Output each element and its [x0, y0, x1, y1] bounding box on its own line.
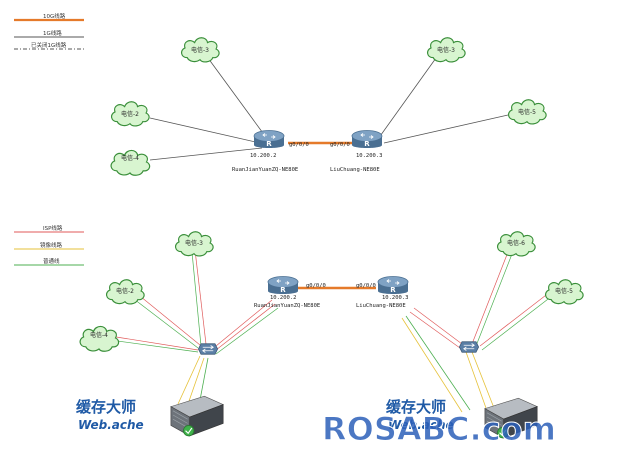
router-icon [377, 276, 409, 295]
router-name: RuanJianYuanZQ-NE80E [232, 167, 298, 173]
logo-en-text: Web.ache [78, 418, 144, 432]
right-switch-icon [458, 341, 480, 353]
router-port: g0/0/0 [356, 283, 376, 289]
router-id: 10.200.2 [270, 295, 297, 301]
legend-label-1g: 1G线路 [43, 29, 62, 37]
router-port: g0/0/0 [306, 283, 326, 289]
bottom-links-right [298, 251, 553, 413]
link-1g [207, 57, 269, 141]
link-isp [409, 311, 461, 349]
link-isp [215, 303, 276, 351]
link-isp [109, 335, 199, 351]
link-normal [475, 253, 513, 347]
router-id: 10.200.2 [250, 153, 277, 159]
link-1g [383, 114, 509, 144]
link-1g [149, 117, 261, 144]
cloud-label: 电信-2 [116, 287, 134, 295]
link-mirror [471, 351, 495, 409]
bottom-cloud-dianxin-3: 电信-3 [174, 231, 214, 257]
bottom-links-left [109, 249, 279, 405]
link-1g [149, 147, 263, 161]
link-normal [191, 251, 202, 347]
link-mirror [465, 351, 487, 409]
link-mirror [187, 357, 205, 405]
router-id: 10.200.3 [356, 153, 383, 159]
legend-label-mirror: 镜像线路 [40, 241, 63, 249]
left-switch-icon [197, 343, 219, 355]
cloud-label: 电信-6 [507, 239, 525, 247]
cloud-label: 电信-5 [518, 108, 536, 116]
router-icon [253, 130, 285, 149]
top-legend: 10G线路 1G线路 已关闭1G线路 [14, 12, 84, 50]
cloud-label: 电信-3 [437, 46, 455, 54]
link-isp [194, 249, 207, 345]
legend-label-closed-1g: 已关闭1G线路 [31, 41, 67, 49]
top-cloud-dianxin-3: 电信-3 [180, 37, 220, 63]
right-webcache-logo: 缓存大师 Web.ache [386, 398, 454, 432]
top-cloud-dianxin-3-right: 电信-3 [426, 37, 466, 63]
link-1g [377, 57, 437, 140]
cloud-label: 电信-5 [555, 287, 573, 295]
router-name: LiuChuang-NE80E [356, 303, 406, 309]
link-normal [405, 315, 471, 411]
bottom-legend: ISP线路 镜像线路 普通线 [14, 224, 84, 266]
link-normal [215, 307, 279, 355]
router-port: g0/0/0 [330, 142, 350, 148]
logo-cn-text: 缓存大师 [76, 398, 136, 416]
cloud-label: 电信-2 [121, 110, 139, 118]
link-mirror [177, 355, 201, 405]
bottom-diagram: ISP线路 镜像线路 普通线 [14, 224, 584, 439]
legend-label-isp: ISP线路 [43, 224, 63, 232]
bottom-cloud-dianxin-6: 电信-6 [496, 231, 536, 257]
logo-cn-text: 缓存大师 [386, 398, 446, 416]
router-id: 10.200.3 [382, 295, 409, 301]
legend-label-10g: 10G线路 [43, 12, 66, 20]
router-icon [267, 276, 299, 295]
left-webcache-logo: 缓存大师 Web.ache [76, 398, 144, 432]
cloud-label: 电信-4 [90, 331, 108, 339]
bottom-cloud-dianxin-4: 电信-4 [79, 325, 120, 352]
link-isp [413, 307, 463, 345]
watermark-text: ROSABC.com [322, 410, 556, 448]
router-icon [351, 130, 383, 149]
top-router-liuchuang: g0/0/0 10.200.3 LiuChuang-NE80E [330, 130, 383, 173]
link-normal [199, 357, 209, 401]
cloud-label: 电信-4 [121, 154, 139, 162]
legend-label-normal: 普通线 [43, 257, 60, 265]
top-cloud-dianxin-2: 电信-2 [110, 101, 150, 127]
router-port: g0/0/0 [289, 142, 309, 148]
router-name: RuanJianYuanZQ-NE80E [254, 303, 320, 309]
cloud-label: 电信-3 [185, 239, 203, 247]
top-diagram: 10G线路 1G线路 已关闭1G线路 电信-3 电信-2 电信-4 [14, 12, 547, 176]
link-normal [481, 295, 553, 351]
top-links [149, 57, 509, 161]
link-isp [215, 299, 273, 347]
bottom-cloud-dianxin-5: 电信-5 [544, 279, 584, 305]
top-router-ruanjianyuan: g0/0/0 10.200.2 RuanJianYuanZQ-NE80E [232, 130, 309, 173]
top-cloud-dianxin-4: 电信-4 [110, 149, 151, 176]
link-isp [134, 291, 201, 346]
router-name: LiuChuang-NE80E [330, 167, 380, 173]
logo-en-text: Web.ache [388, 418, 454, 432]
link-isp [471, 251, 509, 345]
link-normal [109, 339, 199, 353]
bottom-router-ruanjianyuan: g0/0/0 10.200.2 RuanJianYuanZQ-NE80E [254, 276, 326, 309]
link-isp [479, 291, 551, 347]
bottom-router-liuchuang: g0/0/0 10.200.3 LiuChuang-NE80E [356, 276, 409, 309]
link-normal [129, 295, 199, 349]
link-mirror [401, 317, 463, 413]
bottom-cloud-dianxin-2: 电信-2 [105, 279, 145, 305]
top-cloud-dianxin-5: 电信-5 [507, 99, 547, 125]
cloud-label: 电信-3 [191, 46, 209, 54]
